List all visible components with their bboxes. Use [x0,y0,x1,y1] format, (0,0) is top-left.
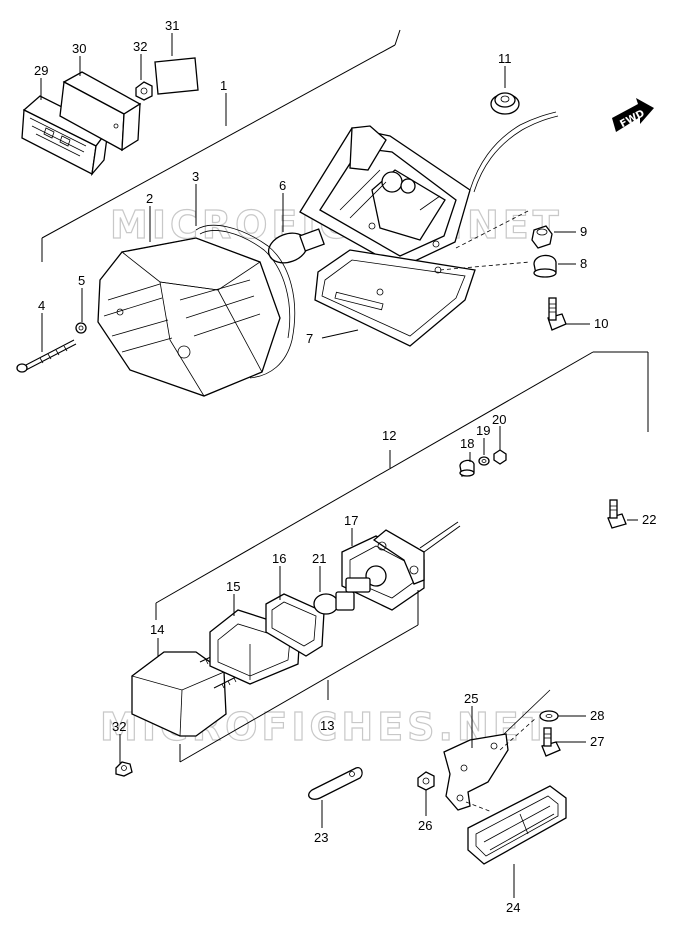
nut-32-bottom [115,761,133,777]
lens-block-14 [131,651,227,737]
bulb-21 [313,591,355,615]
washer-5 [75,322,87,334]
assembly-bracket-1 [41,29,401,262]
label-3: 3 [192,169,199,184]
label-24: 24 [506,900,520,915]
label-28: 28 [590,708,604,723]
assembly-bracket-12 [155,351,649,620]
lamp-housing-body [299,125,471,269]
label-17: 17 [344,513,358,528]
label-10: 10 [594,316,608,331]
label-11: 11 [498,51,512,66]
bracket-23 [308,767,363,800]
leader-lines [40,33,638,898]
fwd-arrow-icon: FWD [612,98,654,132]
label-19: 19 [476,423,490,438]
label-14: 14 [150,622,164,637]
part-labels: 29 30 31 32 1 11 2 3 6 9 8 4 5 10 7 12 1… [34,18,656,915]
connection-lines-top [439,209,531,271]
screw-27 [541,727,561,757]
plate-bracket-25 [443,733,509,811]
gasket-30 [59,71,142,152]
grommet-11 [490,92,520,115]
label-25: 25 [464,691,478,706]
wire-harness [469,111,557,191]
label-7: 7 [306,331,313,346]
label-8: 8 [580,256,587,271]
label-12: 12 [382,428,396,443]
nut-20 [493,449,507,465]
tail-lens-2 [97,237,281,397]
label-26: 26 [418,818,432,833]
plate-31 [154,57,199,95]
gasket-16 [265,593,325,657]
label-22: 22 [642,512,656,527]
spacer-9 [531,225,553,249]
nut-18 [459,459,475,477]
label-4: 4 [38,298,45,313]
label-13: 13 [320,718,334,733]
label-5: 5 [78,273,85,288]
label-15: 15 [226,579,240,594]
seal-3 [195,224,296,379]
socket-plate-17 [372,529,425,585]
label-32-bottom: 32 [112,719,126,734]
bolt-10 [547,297,567,331]
label-16: 16 [272,551,286,566]
label-27: 27 [590,734,604,749]
reflector-lens-29 [21,95,109,177]
label-6: 6 [279,178,286,193]
base-plate-7 [314,249,476,347]
label-32-top: 32 [133,39,147,54]
label-20: 20 [492,412,506,427]
label-30: 30 [72,41,86,56]
screw-4 [16,339,77,373]
label-2: 2 [146,191,153,206]
label-18: 18 [460,436,474,451]
label-9: 9 [580,224,587,239]
label-31: 31 [165,18,179,33]
bolt-22 [607,499,627,529]
nut-32-top [135,81,153,101]
label-1: 1 [220,78,227,93]
connection-lines-bottom [465,689,551,813]
assembly-bracket-13 [179,590,419,763]
washer-28 [539,710,559,722]
label-29: 29 [34,63,48,78]
cap-nut-8 [533,254,557,278]
washer-19 [478,456,490,466]
reflector-24 [467,785,567,865]
label-21: 21 [312,551,326,566]
wire-17 [419,521,461,553]
label-23: 23 [314,830,328,845]
bulb-6 [267,228,325,264]
nut-26 [417,771,435,791]
